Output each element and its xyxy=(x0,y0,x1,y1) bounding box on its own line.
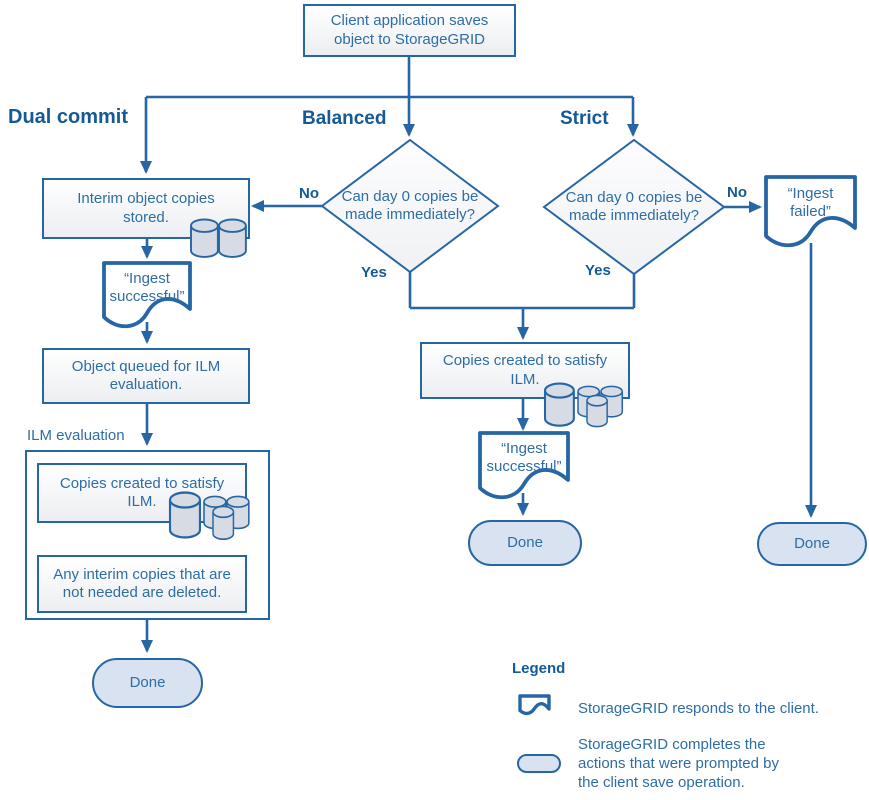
interim-copies-label: Interim object copies stored. xyxy=(77,190,215,226)
done-terminal-right: Done xyxy=(757,522,867,566)
done-terminal-left: Done xyxy=(92,658,203,708)
strict-no-label: No xyxy=(727,184,747,201)
balanced-decision-text: Can day 0 copies be made immediately? xyxy=(330,180,490,232)
ingest-successful-middle-label: “Ingest successful” xyxy=(486,439,562,475)
copies-created-middle-box: Copies created to satisfy ILM. xyxy=(420,342,630,399)
start-box-label: Client application saves object to Stora… xyxy=(330,12,489,48)
branch-heading-strict: Strict xyxy=(560,108,609,129)
copies-created-middle-label: Copies created to satisfy ILM. xyxy=(442,352,608,388)
capsule-icon xyxy=(517,754,561,773)
strict-decision-text: Can day 0 copies be made immediately? xyxy=(554,181,714,233)
done-right-label: Done xyxy=(794,534,830,552)
ingest-failed-label: “Ingest failed” xyxy=(787,184,834,220)
branch-heading-balanced: Balanced xyxy=(302,108,387,129)
legend-title: Legend xyxy=(512,660,566,677)
done-left-label: Done xyxy=(129,673,166,691)
strict-yes-label: Yes xyxy=(585,262,611,279)
copies-created-left-box: Copies created to satisfy ILM. xyxy=(37,463,247,523)
interim-deleted-label: Any interim copies that are not needed a… xyxy=(53,565,231,601)
interim-copies-box: Interim object copies stored. xyxy=(42,178,250,239)
balanced-yes-label: Yes xyxy=(361,264,387,281)
done-terminal-middle: Done xyxy=(468,520,582,566)
start-box: Client application saves object to Stora… xyxy=(303,4,516,57)
interim-deleted-box: Any interim copies that are not needed a… xyxy=(37,555,247,613)
ingest-successful-left-text: “Ingest successful” xyxy=(104,266,190,310)
strict-decision-label: Can day 0 copies be made immediately? xyxy=(565,188,703,224)
object-queued-label: Object queued for ILM evaluation. xyxy=(71,357,221,393)
object-queued-box: Object queued for ILM evaluation. xyxy=(42,348,250,404)
balanced-no-label: No xyxy=(299,185,319,202)
ingest-successful-middle-text: “Ingest successful” xyxy=(480,436,568,480)
document-icon xyxy=(518,694,551,716)
ingest-failed-text: “Ingest failed” xyxy=(766,181,855,225)
balanced-decision-label: Can day 0 copies be made immediately? xyxy=(341,187,479,223)
ingest-successful-left-label: “Ingest successful” xyxy=(109,269,185,305)
ilm-evaluation-label: ILM evaluation xyxy=(27,427,125,444)
done-middle-label: Done xyxy=(507,533,543,551)
legend-item-respond-text: StorageGRID responds to the client. xyxy=(578,700,819,717)
copies-created-left-label: Copies created to satisfy ILM. xyxy=(59,474,225,510)
legend-item-completes-text: StorageGRID completes the actions that w… xyxy=(578,736,779,791)
branch-heading-dual-commit: Dual commit xyxy=(8,106,129,128)
